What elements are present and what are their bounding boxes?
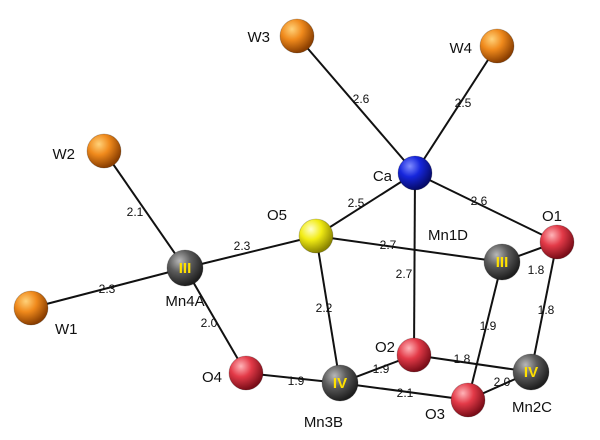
atom-label-o5: O5: [267, 207, 287, 224]
distance-label-mn3b-o3: 2.1: [397, 386, 414, 400]
bond-o1-mn2c: [530, 241, 558, 373]
atom-mn1d: [483, 243, 521, 281]
atom-o1: [539, 224, 575, 260]
distance-label-o2-mn3b: 1.9: [373, 362, 390, 376]
atom-label-mn2c: Mn2C: [512, 399, 552, 416]
bond-mn4a-o5: [184, 235, 317, 269]
bond-w4-ca: [414, 45, 498, 174]
atom-ca: [397, 155, 433, 191]
atom-w3: [279, 18, 315, 54]
bond-o2-mn2c: [413, 354, 532, 373]
label-layer: 2.6 2.5 2.1 2.3 2.3 2.0 2.5 2.6 2.7 2.7 2.2 1.8 1.8 1…: [53, 29, 563, 431]
atom-w2: [86, 133, 122, 169]
bond-mn1d-o3: [467, 261, 503, 401]
atom-o2: [396, 337, 432, 373]
atom-mn2c: [512, 353, 550, 391]
bond-ca-o1: [414, 172, 558, 243]
atom-o3: [450, 382, 486, 418]
atom-label-o4: O4: [202, 369, 222, 386]
atom-o5: [298, 218, 334, 254]
distance-label-mn4a-o5: 2.3: [234, 239, 251, 253]
atom-label-mn1d: Mn1D: [428, 227, 468, 244]
atom-label-mn3b: Mn3B: [304, 414, 343, 431]
distance-label-ca-o1: 2.6: [471, 194, 488, 208]
atom-label-w1: W1: [55, 321, 78, 338]
atom-label-w3: W3: [248, 29, 271, 46]
atom-label-mn4a: Mn4A: [165, 293, 204, 310]
bond-o5-ca: [315, 172, 416, 237]
atom-w1: [13, 290, 49, 326]
distance-label-w4-ca: 2.5: [455, 96, 472, 110]
bond-w3-ca: [296, 35, 416, 174]
bond-mn4a-o4: [184, 267, 247, 374]
distance-label-w3-ca: 2.6: [353, 92, 370, 106]
oxidation-state-mn1d: III: [496, 254, 509, 271]
distance-label-o5-mn1d: 2.7: [380, 238, 397, 252]
distance-label-mn1d-o3: 1.9: [480, 319, 497, 333]
bond-mn3b-o3: [339, 382, 469, 401]
distance-label-mn1d-o1: 1.8: [528, 263, 545, 277]
atom-label-o1: O1: [542, 208, 562, 225]
atom-o4: [228, 355, 264, 391]
bond-w2-mn4a: [103, 150, 186, 269]
atom-label-o3: O3: [425, 406, 445, 423]
distance-label-w1-mn4a: 2.3: [99, 282, 116, 296]
distance-label-o1-mn2c: 1.8: [538, 303, 555, 317]
atom-label-ca: Ca: [373, 168, 393, 185]
bond-ca-o2: [413, 172, 416, 356]
bond-w1-mn4a: [30, 267, 186, 309]
atom-label-w2: W2: [53, 146, 76, 163]
distance-label-w2-mn4a: 2.1: [127, 205, 144, 219]
oxidation-state-mn2c: IV: [524, 364, 538, 381]
atom-label-o2: O2: [375, 339, 395, 356]
oxidation-state-mn4a: III: [179, 260, 192, 277]
distance-label-mn4a-o4: 2.0: [201, 316, 218, 330]
distance-label-mn2c-o3: 2.0: [494, 375, 511, 389]
distance-label-o2-mn2c: 1.8: [454, 352, 471, 366]
bond-o5-mn3b: [315, 235, 341, 384]
oxidation-state-mn3b: IV: [333, 375, 347, 392]
bond-o5-mn1d: [315, 235, 503, 263]
atom-layer: III IV IV III: [13, 18, 575, 418]
atom-mn4a: [166, 249, 204, 287]
bond-layer: [30, 35, 558, 401]
atom-label-w4: W4: [450, 40, 473, 57]
atom-mn3b: [321, 364, 359, 402]
atom-w4: [479, 28, 515, 64]
distance-label-o4-mn3b: 1.9: [288, 374, 305, 388]
distance-label-ca-o2: 2.7: [396, 267, 413, 281]
distance-label-o5-mn3b: 2.2: [316, 301, 333, 315]
distance-label-o5-ca: 2.5: [348, 196, 365, 210]
